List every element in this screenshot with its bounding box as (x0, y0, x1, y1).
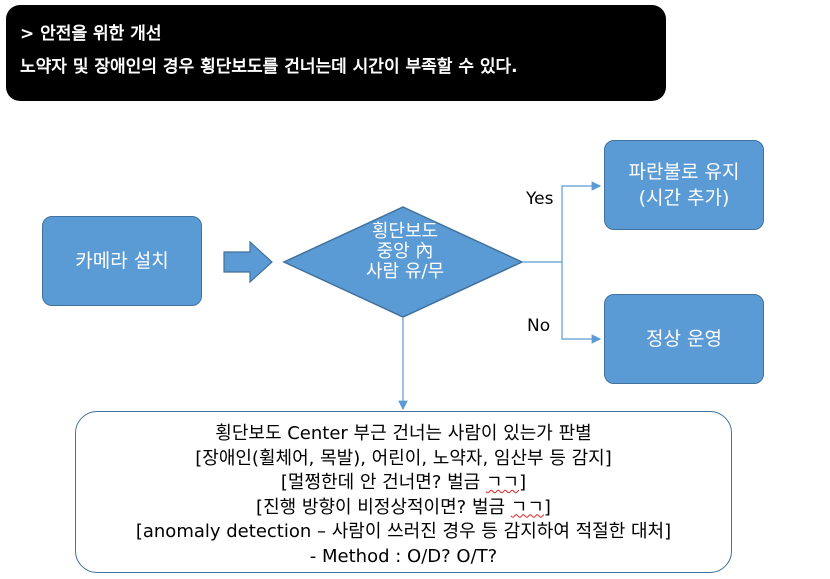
detail-line-4: [진행 방향이 비정상적이면? 벌금 ㄱㄱ] (76, 496, 731, 521)
decision-label: 횡단보도 중앙 內 사람 유/무 (330, 222, 480, 282)
detail-line-4-text: [진행 방향이 비정상적이면? 벌금 (256, 496, 511, 518)
yes-label: Yes (526, 189, 554, 209)
detail-line-3: [멀쩡한데 안 건너면? 벌금 ㄱㄱ] (76, 471, 731, 496)
camera-install-label: 카메라 설치 (75, 250, 169, 272)
detail-line-5: [anomaly detection – 사람이 쓰러진 경우 등 감지하여 적… (135, 521, 672, 542)
detail-line-3-text: [멀쩡한데 안 건너면? 벌금 (280, 472, 486, 493)
banner-description: 노약자 및 장애인의 경우 횡단보도를 건너는데 시간이 부족할 수 있다. (20, 57, 518, 77)
detail-line-6: - Method : O/D? O/T? (309, 545, 498, 567)
banner-title: > 안전을 위한 개선 (20, 24, 162, 44)
detail-line-2: [장애인(휠체어, 목발), 어린이, 노약자, 임산부 등 감지] (195, 447, 612, 469)
decision-line-2: 중앙 內 (376, 241, 434, 262)
detail-line-3-mark: ㄱㄱ (485, 472, 520, 493)
detail-line-4-end: ] (543, 496, 551, 518)
branch-connector (522, 181, 602, 263)
detail-line-3-end: ] (519, 472, 527, 493)
keep-green-line-1: 파란불로 유지 (628, 161, 740, 183)
decision-line-3: 사람 유/무 (365, 261, 445, 282)
detection-detail-box: 횡단보도 Center 부근 건너는 사람이 있는가 판별 [장애인(휠체어, … (75, 411, 732, 573)
keep-green-line-2: (시간 추가) (638, 187, 730, 209)
normal-operation-label: 정상 운영 (646, 328, 722, 350)
normal-operation-box: 정상 운영 (604, 294, 764, 384)
block-arrow (223, 240, 273, 284)
decision-line-1: 횡단보도 (371, 221, 439, 242)
keep-green-box: 파란불로 유지 (시간 추가) (604, 140, 764, 230)
header-banner: > 안전을 위한 개선 노약자 및 장애인의 경우 횡단보도를 건너는데 시간이… (6, 5, 666, 101)
detail-line-4-mark: ㄱㄱ (510, 496, 544, 518)
no-label: No (527, 316, 551, 336)
camera-install-box: 카메라 설치 (42, 216, 202, 306)
branch-connector-no (561, 262, 602, 344)
detail-line-1: 횡단보도 Center 부근 건너는 사람이 있는가 판별 (215, 423, 592, 444)
